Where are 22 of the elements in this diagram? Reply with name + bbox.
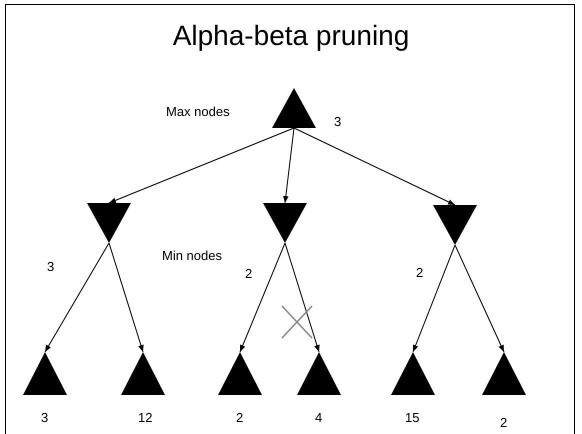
node-value: 2	[500, 415, 508, 430]
arrow	[283, 128, 294, 204]
arrow	[294, 128, 456, 206]
node-value: 3	[41, 410, 48, 425]
arrow	[44, 242, 110, 352]
arrow	[454, 244, 504, 352]
node-value: 3	[334, 114, 342, 129]
level-label: Max nodes	[166, 104, 230, 119]
arrow	[240, 242, 286, 352]
node-value: 2	[236, 410, 244, 425]
node-value: 15	[405, 410, 420, 425]
arrow	[412, 244, 456, 352]
arrow	[284, 242, 320, 352]
node-value: 2	[416, 265, 424, 280]
node-value: 2	[245, 266, 252, 281]
level-label: Min nodes	[162, 248, 222, 263]
node-value: 12	[138, 410, 152, 425]
node-value: 3	[47, 259, 54, 274]
arrow	[108, 128, 294, 204]
title: Alpha-beta pruning	[172, 20, 410, 52]
arrow	[108, 242, 144, 352]
node-value: 4	[315, 410, 322, 425]
